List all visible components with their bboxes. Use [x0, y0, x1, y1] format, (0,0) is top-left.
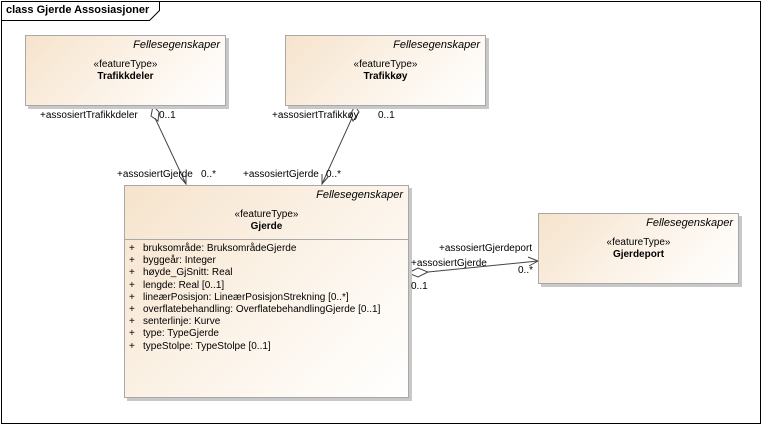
class-trafikkdeler[interactable]: Fellesegenskaper «featureType» Trafikkde…: [25, 35, 226, 106]
attribute-text: lineærPosisjon: LineærPosisjonStrekning …: [143, 291, 349, 303]
visibility-marker: +: [129, 303, 135, 315]
navigability-arrowhead: [321, 174, 329, 186]
attribute-row[interactable]: + lengde: Real [0..1]: [129, 280, 404, 292]
navigability-arrowhead: [179, 174, 187, 186]
association-gjerde-gjerdeport[interactable]: [406, 256, 540, 278]
multiplicity-label: 0..*: [518, 265, 534, 276]
visibility-marker: +: [129, 267, 135, 279]
attribute-list: + bruksområde: BruksområdeGjerde + byggeår:…: [129, 243, 404, 353]
multiplicity-label: 0..1: [378, 110, 395, 121]
aggregation-diamond: [150, 104, 160, 122]
class-gjerdeport[interactable]: Fellesegenskaper «featureType» Gjerdepor…: [538, 213, 739, 284]
role-label-assosiert-trafikkoy: +assosiertTrafikkøy: [272, 110, 359, 121]
class-name: Trafikkdeler: [97, 71, 154, 82]
visibility-marker: +: [129, 328, 135, 340]
class-gjerde[interactable]: Fellesegenskaper «featureType» Gjerde + b…: [124, 185, 409, 398]
role-label-assosiert-gjerde: +assosiertGjerde: [117, 169, 193, 180]
class-tag: Fellesegenskaper: [133, 39, 220, 51]
role-label-assosiert-gjerde: +assosiertGjerde: [243, 169, 319, 180]
frame-tab-outline: [1, 1, 160, 21]
class-name: Gjerde: [250, 221, 283, 232]
association-trafikkoy-gjerde[interactable]: [321, 105, 360, 186]
attribute-row[interactable]: + byggeår: Integer: [129, 255, 404, 267]
aggregation-diamond: [349, 105, 360, 122]
role-label-assosiert-gjerde: +assosiertGjerde: [411, 258, 487, 269]
attribute-row[interactable]: + typeStolpe: TypeStolpe [0..1]: [129, 341, 404, 353]
diagram-title: class Gjerde Assosiasjoner: [6, 4, 150, 16]
visibility-marker: +: [129, 279, 135, 291]
class-stereotype: «featureType»: [234, 209, 299, 220]
multiplicity-label: 0..*: [326, 169, 342, 180]
attribute-text: høyde_GjSnitt: Real: [143, 267, 233, 279]
attribute-text: type: TypeGjerde: [143, 328, 219, 340]
visibility-marker: +: [129, 291, 135, 303]
visibility-marker: +: [129, 243, 135, 254]
role-label-assosiert-gjerdeport: +assosiertGjerdeport: [439, 243, 533, 254]
class-name: Gjerdeport: [612, 249, 665, 260]
class-stereotype: «featureType»: [353, 59, 418, 70]
class-tag: Fellesegenskaper: [316, 189, 403, 201]
class-compartment-divider: [125, 239, 408, 240]
class-stereotype: «featureType»: [93, 59, 158, 70]
attribute-row[interactable]: + lineærPosisjon: LineærPosisjonStrekning…: [129, 292, 404, 304]
attribute-row[interactable]: + bruksområde: BruksområdeGjerde: [129, 243, 404, 255]
class-stereotype: «featureType»: [606, 237, 671, 248]
attribute-text: typeStolpe: TypeStolpe [0..1]: [143, 340, 271, 352]
attribute-row[interactable]: + høyde_GjSnitt: Real: [129, 267, 404, 279]
class-trafikkoy[interactable]: Fellesegenskaper «featureType» Trafikkøy: [285, 35, 486, 106]
class-name: Trafikkøy: [363, 71, 408, 82]
visibility-marker: +: [129, 340, 135, 352]
attribute-text: senterlinje: Kurve: [143, 316, 221, 328]
aggregation-diamond: [406, 267, 430, 278]
attribute-text: overflatebehandling: Overflatebehandling…: [143, 303, 381, 315]
class-tag: Fellesegenskaper: [646, 217, 733, 229]
attribute-row[interactable]: + type: TypeGjerde: [129, 328, 404, 340]
multiplicity-label: 0..*: [201, 169, 217, 180]
class-tag: Fellesegenskaper: [393, 39, 480, 51]
role-label-assosiert-trafikkdeler: +assosiertTrafikkdeler: [40, 110, 138, 121]
attribute-text: byggeår: Integer: [143, 255, 216, 267]
attribute-row[interactable]: + overflatebehandling: Overflatebehandlin…: [129, 304, 404, 316]
visibility-marker: +: [129, 316, 135, 328]
attribute-row[interactable]: + senterlinje: Kurve: [129, 316, 404, 328]
multiplicity-label: 0..1: [159, 110, 176, 121]
visibility-marker: +: [129, 255, 135, 267]
multiplicity-label: 0..1: [411, 281, 428, 292]
attribute-text: bruksområde: BruksområdeGjerde: [143, 243, 297, 254]
attribute-text: lengde: Real [0..1]: [143, 279, 225, 291]
association-trafikkdeler-gjerde[interactable]: [150, 104, 187, 186]
